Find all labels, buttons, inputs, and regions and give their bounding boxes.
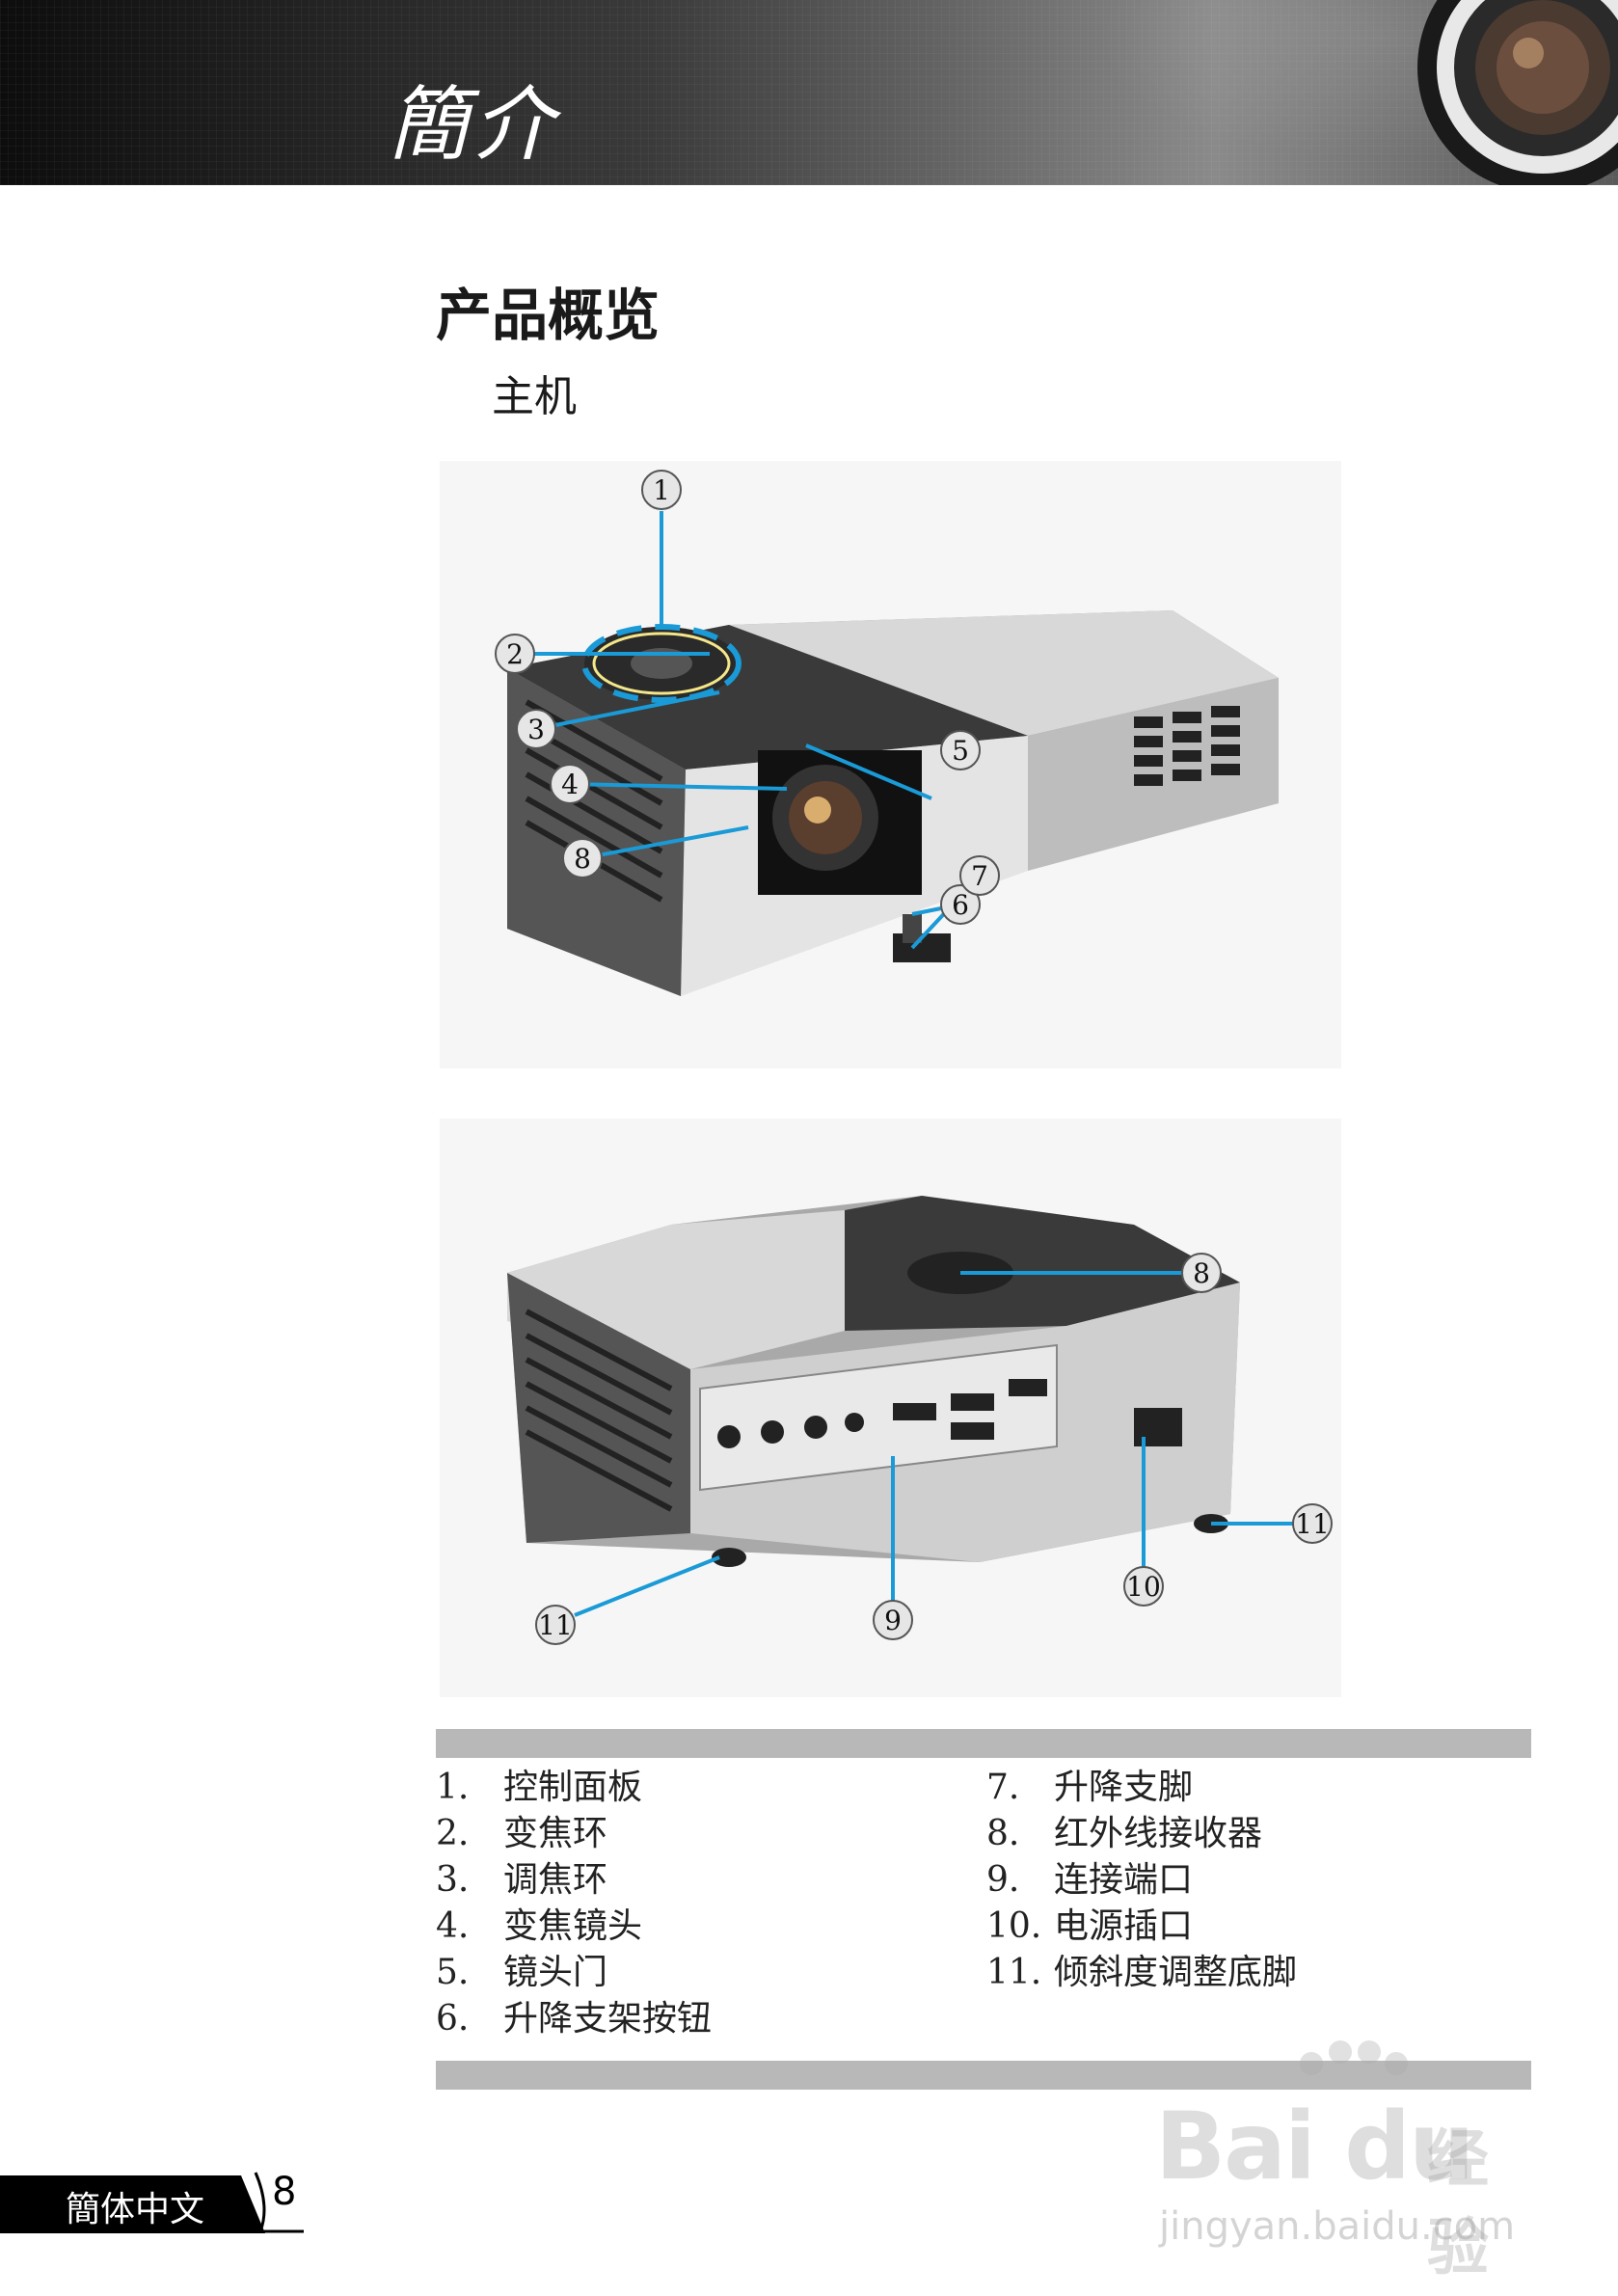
projector-rear-photo: 8 11 9 10 11 xyxy=(440,1119,1341,1697)
watermark-logo: Bai du xyxy=(1155,2093,1474,2201)
page-number: 8 xyxy=(272,2170,297,2214)
paw-icon xyxy=(1300,2040,1408,2075)
callout-1 xyxy=(641,470,682,510)
callout-8 xyxy=(562,838,603,878)
projector-lens-graphic xyxy=(1417,0,1618,185)
svg-text:3: 3 xyxy=(527,714,545,745)
svg-text:4: 4 xyxy=(561,769,579,800)
callout-3 xyxy=(516,709,556,749)
svg-text:11: 11 xyxy=(1295,1508,1330,1540)
svg-text:10: 10 xyxy=(1126,1571,1161,1603)
svg-text:9: 9 xyxy=(884,1605,902,1636)
callout-7 xyxy=(959,855,1000,896)
callout-11 xyxy=(1292,1503,1333,1544)
watermark-url: jingyan.baidu.com xyxy=(1159,2204,1516,2249)
svg-text:2: 2 xyxy=(506,638,524,670)
footer-curve-decoration xyxy=(254,2172,304,2233)
section-subtitle: 主机 xyxy=(492,372,577,421)
legend-item: 4.变焦镜头 xyxy=(436,1906,643,1946)
legend-item: 3.调焦环 xyxy=(436,1860,608,1900)
legend-item: 9.连接端口 xyxy=(986,1860,1194,1900)
watermark-brand: 经验 xyxy=(1427,2124,1489,2284)
page-header: 簡介 xyxy=(0,0,1618,185)
callout-2 xyxy=(495,634,535,674)
legend-item: 2.变焦环 xyxy=(436,1814,608,1853)
svg-text:8: 8 xyxy=(1193,1257,1210,1289)
header-title: 簡介 xyxy=(388,77,558,172)
callout-8 xyxy=(1181,1253,1222,1293)
svg-text:5: 5 xyxy=(952,735,969,767)
svg-text:8: 8 xyxy=(574,843,591,875)
callout-10 xyxy=(1123,1566,1164,1607)
projector-front-photo: 1 2 3 4 5 6 7 8 xyxy=(440,461,1341,1068)
projector-front-illustration: 1 2 3 4 5 6 7 8 xyxy=(495,470,1279,996)
callout-6 xyxy=(940,884,981,925)
callout-9 xyxy=(873,1600,913,1640)
callout-4 xyxy=(550,764,590,804)
legend-item: 1.控制面板 xyxy=(436,1768,643,1807)
svg-text:11: 11 xyxy=(538,1609,573,1641)
legend-item: 8.红外线接收器 xyxy=(986,1814,1263,1853)
baidu-jingyan-watermark: Bai du 经验 jingyan.baidu.com xyxy=(1138,2035,1543,2284)
legend-bottom-rule xyxy=(436,2061,1531,2090)
section-title: 产品概览 xyxy=(436,283,661,348)
callout-5 xyxy=(940,730,981,770)
footer-language-tab xyxy=(0,2175,265,2233)
legend-left-column: 1.控制面板 2.变焦环 3.调焦环 4.变焦镜头 5.镜头门 6.升降支架按钮 xyxy=(436,1765,712,2042)
svg-text:7: 7 xyxy=(971,860,988,892)
projector-rear-illustration: 8 11 9 10 11 xyxy=(507,1196,1333,1645)
legend-item: 6.升降支架按钮 xyxy=(436,1999,713,2039)
legend-item: 10.电源插口 xyxy=(986,1906,1194,1946)
footer-language: 簡体中文 xyxy=(66,2190,205,2229)
svg-text:1: 1 xyxy=(653,474,670,506)
legend-item: 11.倾斜度调整底脚 xyxy=(986,1953,1298,1992)
legend-right-column: 7.升降支脚 8.红外线接收器 9.连接端口 10.电源插口 11.倾斜度调整底… xyxy=(986,1765,1297,1996)
callout-11 xyxy=(535,1605,576,1645)
legend-item: 7.升降支脚 xyxy=(986,1768,1194,1807)
svg-text:6: 6 xyxy=(952,889,969,921)
legend-top-rule xyxy=(436,1729,1531,1758)
legend-item: 5.镜头门 xyxy=(436,1953,608,1992)
